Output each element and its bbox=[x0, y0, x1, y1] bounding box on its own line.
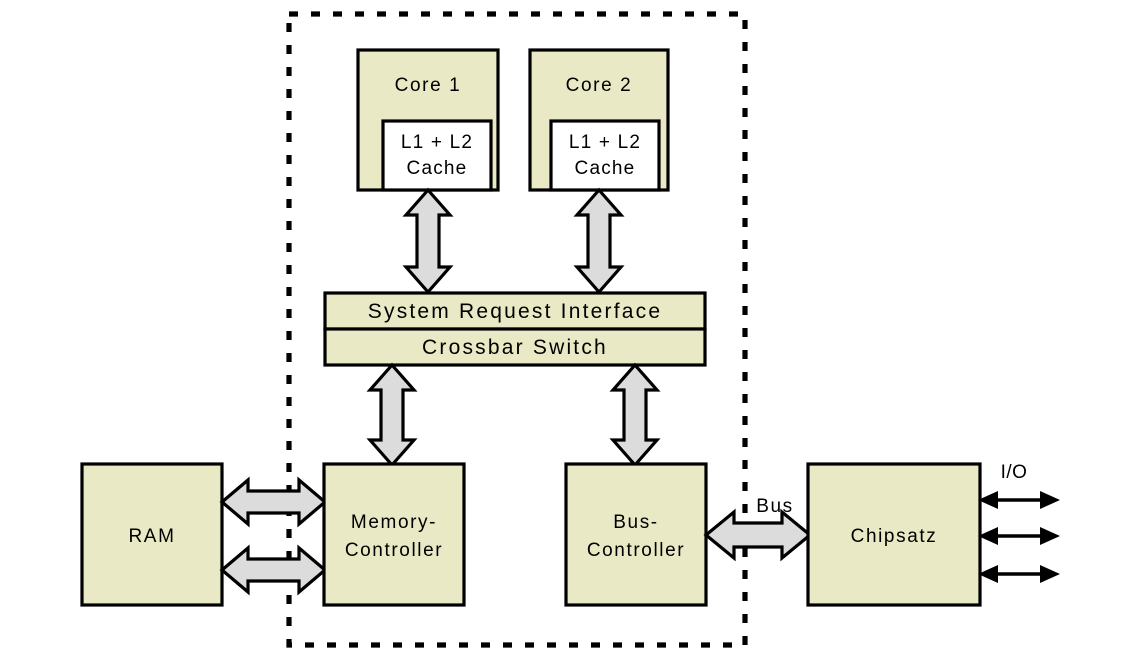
io-arrow-3 bbox=[978, 565, 1060, 583]
system-request-interface-label: System Request Interface bbox=[368, 300, 662, 323]
bus-label: Bus bbox=[756, 496, 794, 517]
arrow-core2-to-system-request-interface bbox=[573, 187, 625, 295]
chipset-block bbox=[806, 462, 982, 607]
system-request-interface-block bbox=[323, 291, 707, 331]
ram-block bbox=[80, 462, 224, 607]
crossbar-switch-block bbox=[323, 327, 707, 367]
ram-label: RAM bbox=[128, 526, 175, 547]
core-2-cache-label-line2: Cache bbox=[575, 158, 636, 179]
core-2-cache-block bbox=[549, 119, 661, 192]
io-arrow-1 bbox=[978, 491, 1060, 509]
arrow-crossbar-to-bus-controller bbox=[609, 362, 661, 468]
bus-controller-block bbox=[564, 462, 708, 607]
memory-controller-label-line2: Controller bbox=[345, 540, 443, 561]
io-arrow-2 bbox=[978, 527, 1060, 545]
core-1-cache-block bbox=[381, 119, 493, 192]
core-1-cache-label-line2: Cache bbox=[407, 158, 468, 179]
io-label: I/O bbox=[1001, 462, 1028, 483]
arrow-bus-controller-to-chipset bbox=[703, 508, 813, 562]
arrow-core1-to-system-request-interface bbox=[402, 187, 454, 295]
arrow-ram-to-memory-controller-lower bbox=[219, 544, 328, 596]
arrow-crossbar-to-memory-controller bbox=[366, 362, 418, 468]
bus-controller-label-line2: Controller bbox=[587, 540, 685, 561]
core-2-label: Core 2 bbox=[566, 75, 633, 96]
memory-controller-block bbox=[322, 462, 466, 607]
core-2-cache-label-line1: L1 + L2 bbox=[569, 132, 641, 153]
crossbar-switch-label: Crossbar Switch bbox=[422, 336, 608, 359]
core-1-label: Core 1 bbox=[395, 75, 462, 96]
chipset-label: Chipsatz bbox=[851, 526, 938, 547]
processor-die-boundary bbox=[286, 11, 748, 648]
bus-controller-label-line1: Bus- bbox=[613, 512, 658, 533]
arrow-ram-to-memory-controller-upper bbox=[219, 476, 328, 528]
core-1-cache-label-line1: L1 + L2 bbox=[401, 132, 473, 153]
memory-controller-label-line1: Memory- bbox=[351, 512, 437, 533]
